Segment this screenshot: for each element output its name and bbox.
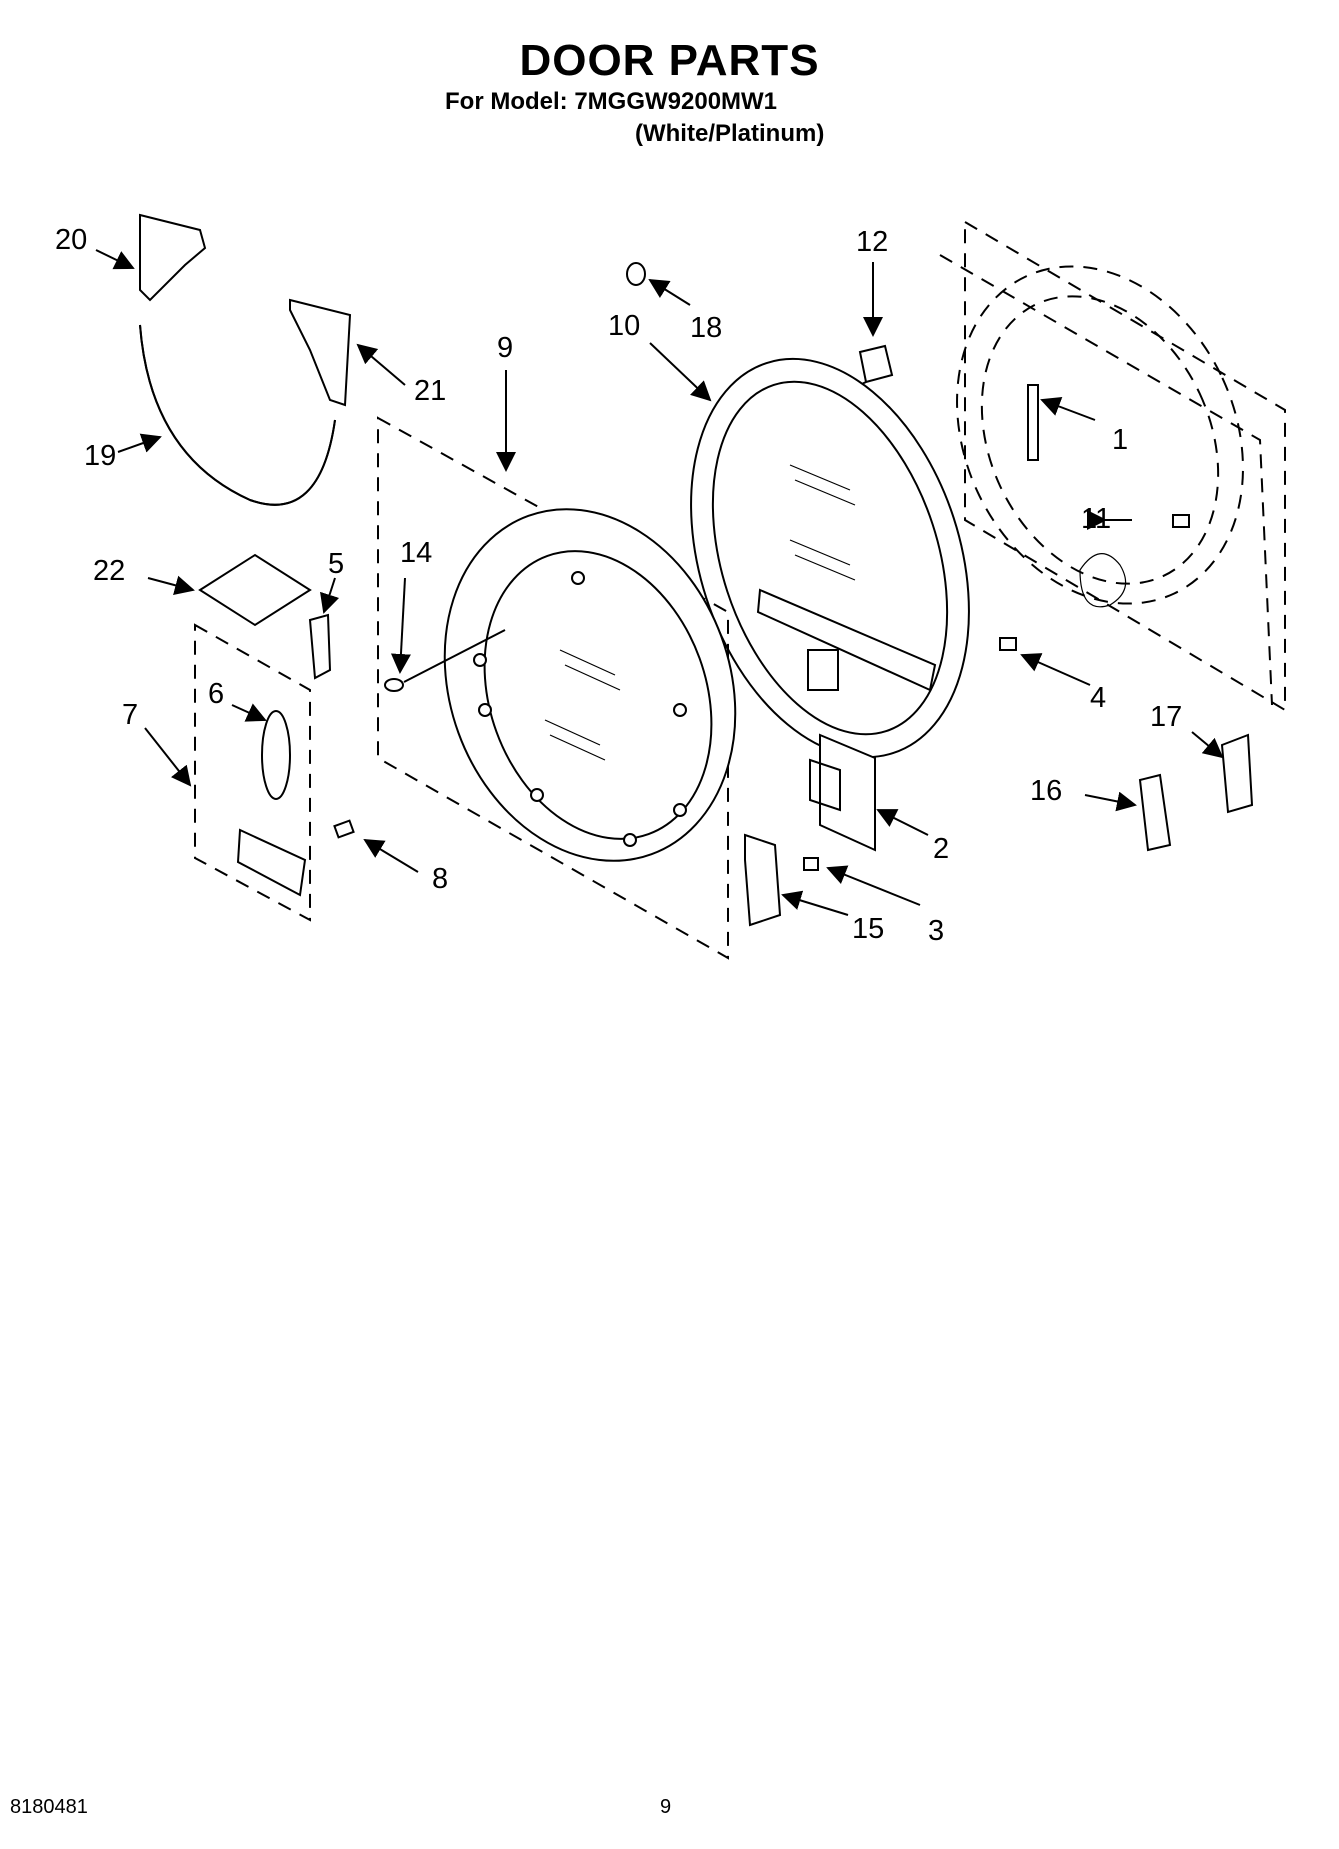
part-15-hinge-cover [744,833,782,927]
part-10-inner-door [690,357,970,759]
callout-4: 4 [1090,682,1106,714]
callout-6: 6 [208,678,224,710]
finish-line: (White/Platinum) [635,120,825,147]
part-3-screw [803,857,819,871]
part-7-handle-box [194,623,311,922]
callout-7: 7 [122,699,138,731]
part-22-cover [198,553,312,627]
page-title: DOOR PARTS [519,36,820,85]
part-6-lens [261,710,291,800]
cabinet-front-panel [939,220,1286,712]
callout-20: 20 [55,224,87,256]
callout-22: 22 [93,555,125,587]
part-7-handle [236,828,307,897]
part-11-screw [1172,514,1190,528]
part-2-hinge [809,733,876,852]
part-17-cover [1220,733,1254,814]
part-4-screw [999,637,1017,651]
part-8-screw [333,819,355,839]
callout-18: 18 [690,312,722,344]
part-19-seal [139,324,336,506]
callout-9: 9 [497,332,513,364]
part-1-strike [1027,384,1039,461]
callout-1: 1 [1112,424,1128,456]
document-number: 8180481 [10,1796,88,1818]
callout-21: 21 [414,375,446,407]
callout-3: 3 [928,915,944,947]
callout-15: 15 [852,913,884,945]
callout-11: 11 [1081,503,1111,535]
callout-5: 5 [328,548,344,580]
callout-12: 12 [856,226,888,258]
callout-16: 16 [1030,775,1062,807]
callout-2: 2 [933,833,949,865]
part-18-bumper [626,262,646,286]
callout-19: 19 [84,440,116,472]
part-9-outer-door [377,416,737,960]
leader-arrows [95,249,1224,916]
part-20-trim [139,213,207,302]
part-14-plug [384,629,506,692]
part-21-trim [289,298,352,407]
page-number: 9 [660,1796,672,1818]
model-line: For Model: 7MGGW9200MW1 [445,88,778,115]
callout-17: 17 [1150,701,1182,733]
callout-14: 14 [400,537,432,569]
part-16-cover [1138,773,1172,852]
callout-8: 8 [432,863,448,895]
callout-10: 10 [608,310,640,342]
part-5-bracket [308,613,332,680]
